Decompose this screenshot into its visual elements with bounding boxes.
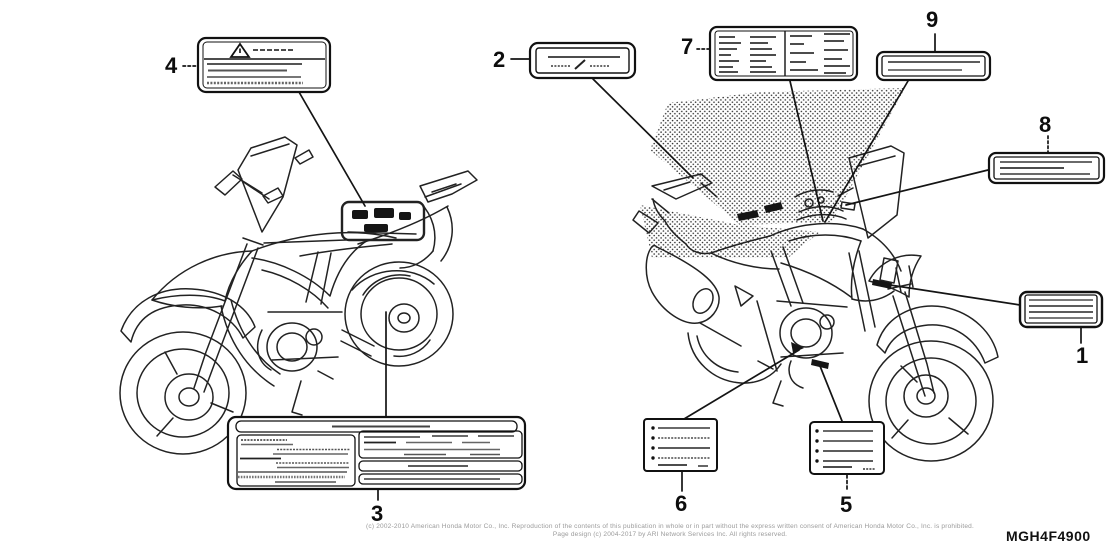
halftone-shading (640, 88, 905, 258)
callout-8: 8 (1039, 112, 1052, 137)
copyright-line-2: Page design (c) 2004-2017 by ARI Network… (552, 531, 788, 538)
callout-4: 4 (165, 53, 178, 78)
callout-9: 9 (926, 7, 939, 32)
callout-1: 1 (1076, 343, 1089, 368)
motorcycle-left-view (119, 136, 478, 455)
motorcycle-right-view (632, 145, 999, 462)
diagram-part-code: MGH4F4900 (1006, 528, 1091, 544)
leader-line-9 (824, 80, 909, 223)
leader-line-8 (845, 169, 989, 206)
info-label-2 (528, 41, 637, 80)
striped-label-1 (1018, 290, 1104, 329)
copyright-line-1: (c) 2002-2010 American Honda Motor Co., … (366, 523, 974, 530)
strip-label-9 (875, 50, 992, 82)
label-6-position-marker (791, 342, 804, 353)
tire-info-label-3 (226, 415, 527, 491)
label-3-left-panel (236, 434, 356, 487)
callout-2: 2 (493, 47, 506, 72)
copyright-text: (c) 2002-2010 American Honda Motor Co., … (240, 523, 1100, 539)
label-1-position-marker (872, 279, 892, 289)
leader-line-6 (683, 349, 800, 420)
label-5-position-marker (811, 359, 829, 369)
warning-triangle-icon (229, 42, 251, 58)
callout-7: 7 (681, 34, 694, 59)
label-3-middle-bar (358, 460, 523, 472)
label-3-top-bar (235, 420, 518, 433)
strip-label-8 (987, 151, 1106, 185)
leader-line-7 (789, 80, 824, 222)
callout-5: 5 (840, 492, 853, 517)
warning-label-4 (196, 36, 332, 94)
bullet-label-6 (643, 418, 718, 472)
leader-line-4 (298, 91, 366, 207)
leader-line-2 (592, 78, 694, 179)
table-label-7 (708, 25, 859, 82)
leader-line-1 (889, 284, 1021, 306)
label-3-right-panel (358, 430, 523, 459)
leader-line-5 (819, 365, 843, 422)
label-3-bottom-bar (358, 473, 523, 485)
bullet-label-5 (809, 421, 885, 475)
callout-6: 6 (675, 491, 688, 516)
leader-lines (182, 33, 1082, 501)
callout-3: 3 (371, 501, 384, 526)
